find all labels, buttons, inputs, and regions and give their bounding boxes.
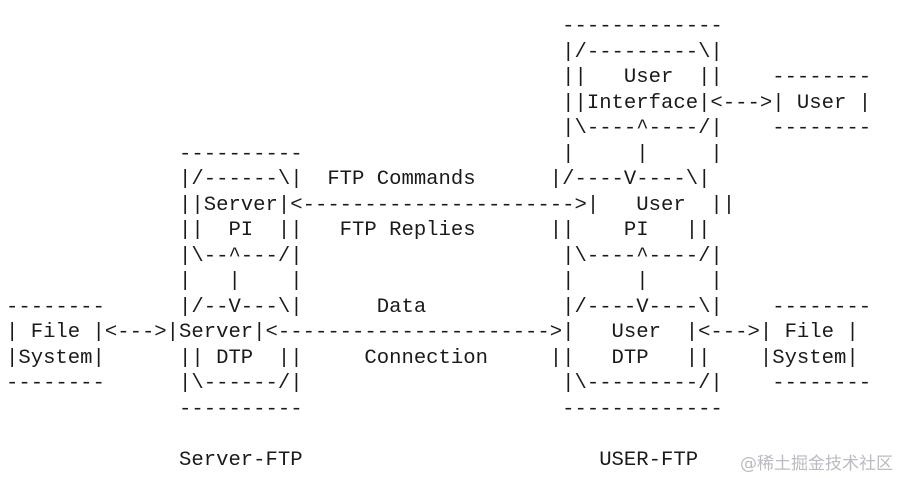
diagram-line: || User || -------- — [6, 66, 872, 89]
diagram-line: ------------- — [6, 15, 723, 38]
diagram-line: || PI || FTP Replies || PI || — [6, 219, 711, 242]
diagram-line: | File |<--->|Server|<------------------… — [6, 321, 859, 344]
diagram-line: |\--^---/| |\----^----/| — [6, 244, 723, 268]
diagram-line: ||Server|<---------------------->| User … — [6, 193, 736, 217]
diagram-line: -------- |/--V---\| Data |/----V----\| -… — [6, 295, 872, 319]
diagram-line: |/------\| FTP Commands |/----V----\| — [6, 168, 711, 191]
diagram-line: |/---------\| — [6, 40, 723, 64]
diagram-caption-line: Server-FTP USER-FTP — [6, 448, 699, 472]
diagram-line: ---------- ------------- — [6, 397, 723, 421]
watermark-text: @稀土掘金技术社区 — [740, 454, 893, 474]
diagram-line: ||Interface|<--->| User | — [6, 91, 872, 115]
diagram-line: |System| || DTP || Connection || DTP || … — [6, 346, 859, 370]
diagram-line: ---------- | | | — [6, 142, 723, 166]
diagram-line: | | | | | | — [6, 270, 723, 293]
diagram-line: |\----^----/| -------- — [6, 117, 872, 140]
diagram-line: -------- |\------/| |\---------/| ------… — [6, 372, 872, 395]
